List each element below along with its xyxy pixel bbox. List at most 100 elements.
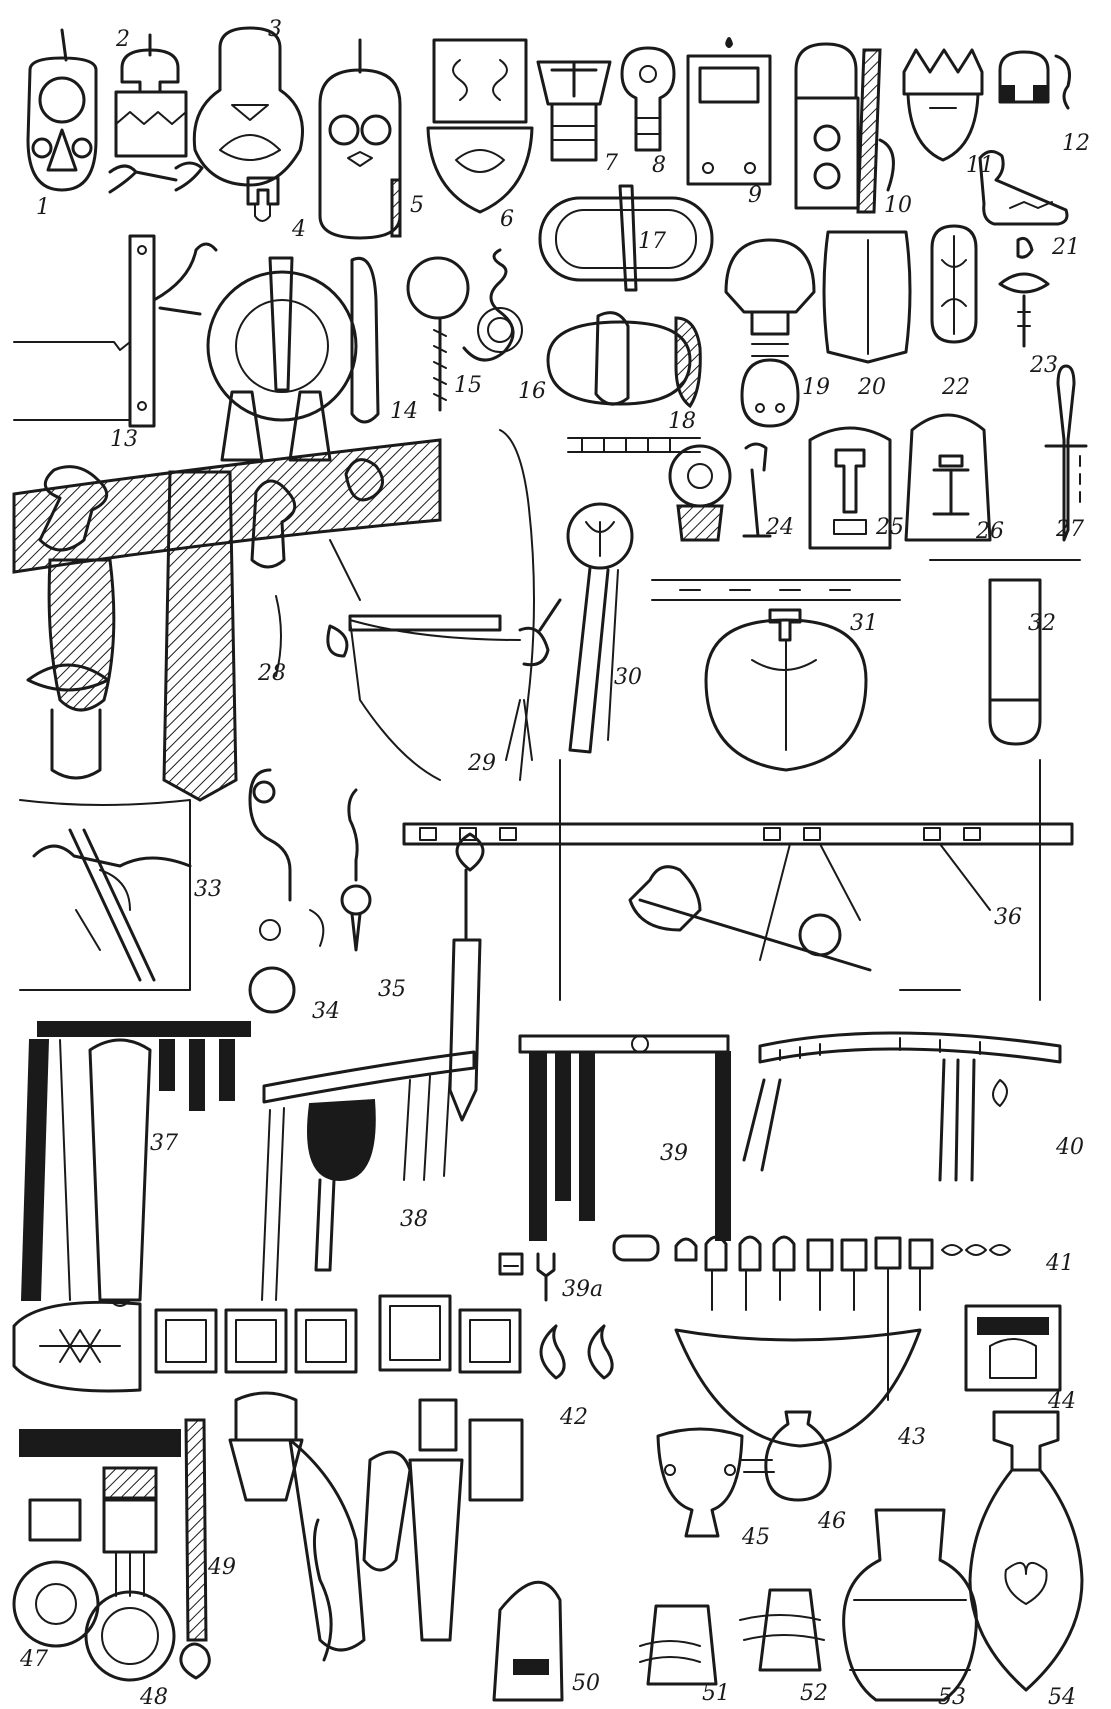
buckle-10	[794, 42, 895, 214]
fig-num-15: 15	[454, 373, 482, 398]
fig-num-21: 21	[1051, 235, 1080, 260]
figure-numbers: 1 2 3 4 5 6 7 8 9 10 11 12 13 14 15 16 1…	[19, 17, 1090, 1709]
buckle-3	[192, 26, 304, 187]
fig-num-20: 20	[857, 375, 886, 400]
fig-num-18: 18	[668, 409, 696, 434]
fig-num-45: 45	[741, 1525, 770, 1550]
fig-num-36: 36	[994, 905, 1022, 930]
figure-43-crescent	[674, 1328, 922, 1448]
fig-num-7: 7	[604, 151, 618, 176]
buckle-9	[686, 37, 772, 186]
figure-42-belt-plaques	[12, 1294, 614, 1393]
fig-num-26: 26	[975, 519, 1004, 544]
figure-29-waist	[326, 429, 562, 781]
fig-num-22: 22	[941, 375, 970, 400]
figure-53-vessel	[842, 1508, 978, 1702]
fig-num-43: 43	[897, 1425, 926, 1450]
fig-num-32: 32	[1028, 611, 1056, 636]
figure-49-strap	[179, 1418, 211, 1680]
figure-44-plaque	[964, 1304, 1062, 1392]
fig-num-9: 9	[748, 183, 762, 208]
fig-num-42: 42	[559, 1405, 588, 1430]
fig-num-34: 34	[312, 999, 340, 1024]
fig-num-29: 29	[467, 751, 496, 776]
fig-num-14: 14	[390, 399, 418, 424]
fig-num-17: 17	[638, 229, 666, 254]
buckle-8	[620, 46, 676, 152]
figure-39a-fitting	[498, 1252, 556, 1302]
fig-num-48: 48	[139, 1685, 168, 1709]
figure-46-jug	[739, 1410, 832, 1502]
fig-num-52: 52	[800, 1681, 828, 1706]
fig-num-40: 40	[1055, 1135, 1084, 1160]
oval-buckle-17	[538, 184, 714, 292]
fig-num-19: 19	[802, 375, 830, 400]
figure-51-cup-in-hand	[639, 1604, 718, 1686]
buckle-2	[108, 33, 204, 194]
fig-num-46: 46	[817, 1509, 846, 1534]
buckle-11	[902, 48, 984, 162]
fig-num-44: 44	[1047, 1389, 1076, 1414]
plaque-26	[904, 413, 992, 542]
plate-20	[822, 230, 912, 364]
belt-with-pendant-28	[12, 438, 442, 802]
fig-num-12: 12	[1062, 131, 1090, 156]
fig-num-31: 31	[850, 611, 878, 636]
fig-num-2: 2	[115, 27, 130, 52]
fig-num-39: 39	[660, 1141, 688, 1166]
figure-45-cup	[656, 1427, 744, 1538]
buckle-7	[536, 60, 612, 162]
pin-23	[998, 236, 1050, 348]
fig-num-53: 53	[938, 1685, 966, 1709]
fig-num-33: 33	[194, 877, 222, 902]
fig-num-4: 4	[291, 217, 306, 242]
corroded-buckle-18	[546, 311, 702, 409]
fig-num-49: 49	[207, 1555, 236, 1580]
buckle-5	[318, 38, 402, 240]
fig-num-38: 38	[400, 1207, 428, 1232]
figure-30-pendant	[566, 502, 634, 754]
fig-num-13: 13	[110, 427, 138, 452]
fig-num-41: 41	[1045, 1251, 1074, 1276]
figure-32-strap	[929, 559, 1081, 746]
fig-num-23: 23	[1029, 353, 1058, 378]
fig-num-50: 50	[572, 1671, 600, 1696]
fig-num-25: 25	[875, 515, 904, 540]
figure-47-ring-buckle	[12, 1429, 181, 1648]
fig-num-11: 11	[966, 153, 994, 178]
figure-41-fittings-row	[612, 1234, 1011, 1401]
fig-num-8: 8	[652, 153, 666, 178]
figure-39-belt-set	[518, 1034, 731, 1241]
buckle-4	[246, 176, 280, 222]
buckle-12	[998, 50, 1071, 110]
fig-num-54: 54	[1048, 1685, 1076, 1709]
pendant-22	[930, 224, 978, 344]
fig-num-16: 16	[518, 379, 546, 404]
figure-40-belt-set	[742, 1031, 1062, 1182]
plaque-6	[426, 38, 534, 214]
figure-38-belt-set	[261, 1050, 476, 1301]
belt-with-disc-24	[567, 437, 772, 542]
hook-15	[406, 256, 470, 412]
buckle-19	[724, 238, 816, 428]
figure-36-warrior-belt	[402, 759, 1074, 1122]
figure-37-belt-set	[20, 1021, 251, 1307]
awl-27	[1044, 364, 1088, 542]
hook-35	[340, 788, 372, 952]
fig-num-35: 35	[378, 977, 406, 1002]
fig-num-3: 3	[268, 17, 282, 42]
fig-num-30: 30	[614, 665, 642, 690]
figure-31-belt	[651, 579, 901, 772]
fig-num-51: 51	[702, 1681, 730, 1706]
fig-num-5: 5	[410, 193, 424, 218]
figure-50-belt-pendants	[228, 1391, 564, 1702]
fig-num-1: 1	[36, 195, 50, 220]
figure-33-sword-belt	[19, 799, 192, 991]
buckle-1	[26, 28, 98, 192]
fig-num-24: 24	[765, 515, 794, 540]
fig-num-39a: 39a	[562, 1277, 603, 1302]
belt-strip-13	[13, 234, 218, 428]
fig-num-28: 28	[257, 661, 286, 686]
ring-buckle-14	[206, 256, 380, 462]
